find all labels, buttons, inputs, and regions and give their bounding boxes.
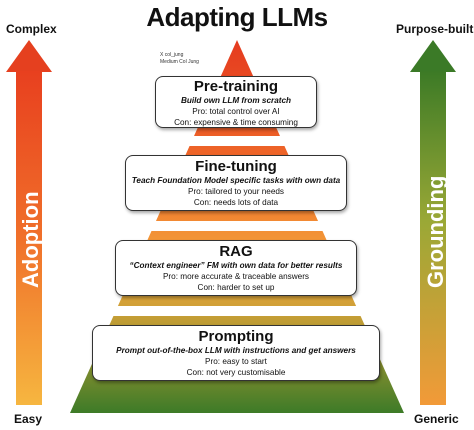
adoption-arrow-label: Adoption xyxy=(18,191,43,288)
tier-pro: Pro: total control over AI xyxy=(192,107,280,116)
x-handle: X col_jung xyxy=(160,52,184,58)
tier-title: RAG xyxy=(219,243,253,260)
easy-label: Easy xyxy=(14,412,43,426)
grounding-arrow-label: Grounding xyxy=(423,176,448,288)
complex-label: Complex xyxy=(6,22,57,36)
author-credit: X col_jung Medium Col Jung xyxy=(160,52,199,66)
page-title: Adapting LLMs xyxy=(146,2,328,32)
tier-subtitle: Teach Foundation Model specific tasks wi… xyxy=(131,176,341,185)
adoption-arrow: Adoption xyxy=(6,40,52,405)
tier-con: Con: harder to set up xyxy=(197,283,275,292)
tier-pro: Pro: easy to start xyxy=(205,357,267,366)
tier-card-fine-tuning: Fine-tuning Teach Foundation Model speci… xyxy=(125,155,347,211)
tier-con: Con: needs lots of data xyxy=(193,198,279,207)
purpose-built-label: Purpose-built xyxy=(396,22,474,36)
tier-card-pre-training: Pre-training Build own LLM from scratch … xyxy=(155,76,317,128)
tier-subtitle: Build own LLM from scratch xyxy=(180,96,292,105)
tier-title: Prompting xyxy=(198,328,274,345)
tier-con: Con: expensive & time consuming xyxy=(174,118,298,127)
tier-card-rag: RAG “Context engineer” FM with own data … xyxy=(115,240,357,296)
tier-title: Pre-training xyxy=(193,78,279,95)
tier-subtitle: “Context engineer” FM with own data for … xyxy=(129,261,343,270)
tier-pro: Pro: tailored to your needs xyxy=(187,187,285,196)
tier-title: Fine-tuning xyxy=(195,158,277,175)
grounding-arrow: Grounding xyxy=(410,40,456,405)
medium-handle: Medium Col Jung xyxy=(160,59,199,65)
generic-label: Generic xyxy=(414,412,459,426)
pyramid xyxy=(60,40,414,413)
tier-con: Con: not very customisable xyxy=(186,368,286,377)
tier-card-prompting: Prompting Prompt out-of-the-box LLM with… xyxy=(92,325,380,381)
tier-pro: Pro: more accurate & traceable answers xyxy=(162,272,310,281)
tier-subtitle: Prompt out-of-the-box LLM with instructi… xyxy=(116,346,356,355)
